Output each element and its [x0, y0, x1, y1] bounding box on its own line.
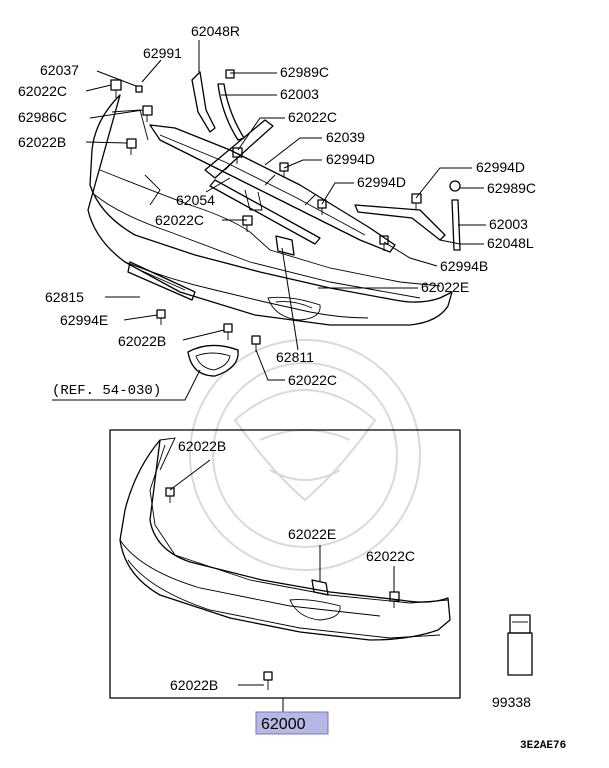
side-molding-right	[451, 199, 461, 251]
lower-assembly-view	[119, 437, 451, 690]
label-62989C-top[interactable]: 62989C	[280, 64, 329, 80]
label-62994D-3[interactable]: 62994D	[476, 159, 525, 175]
label-62022B-2[interactable]: 62022B	[118, 333, 166, 349]
bumper-cover-assembled	[119, 439, 451, 641]
side-bracket-left	[354, 204, 446, 241]
label-62994E[interactable]: 62994E	[60, 312, 108, 328]
leader-lines-lower	[169, 459, 395, 712]
watermark-emblem	[189, 339, 421, 571]
upper-exploded-view	[87, 69, 461, 377]
fasteners-upper	[110, 69, 461, 352]
label-62994D-1[interactable]: 62994D	[326, 151, 375, 167]
label-62991[interactable]: 62991	[143, 45, 182, 61]
label-99338[interactable]: 99338	[492, 694, 531, 710]
label-62022E-2[interactable]: 62022E	[288, 526, 336, 542]
fog-lamp-cover	[187, 344, 239, 377]
label-62000[interactable]: 62000	[261, 716, 306, 733]
reflector	[275, 235, 295, 256]
label-62054[interactable]: 62054	[176, 192, 215, 208]
label-62022E-1[interactable]: 62022E	[421, 279, 469, 295]
side-bracket-right	[191, 71, 216, 133]
label-62994B[interactable]: 62994B	[440, 258, 488, 274]
label-62986C[interactable]: 62986C	[18, 109, 67, 125]
label-62022C-2[interactable]: 62022C	[288, 109, 337, 125]
label-62022C-4[interactable]: 62022C	[288, 372, 337, 388]
bumper-cover-upper	[87, 94, 453, 326]
label-62994D-2[interactable]: 62994D	[357, 174, 406, 190]
leader-lines-upper	[52, 40, 486, 401]
label-62989C-right[interactable]: 62989C	[487, 180, 536, 196]
label-62811[interactable]: 62811	[276, 349, 314, 365]
label-62022C-1[interactable]: 62022C	[18, 83, 67, 99]
label-62048R[interactable]: 62048R	[191, 23, 240, 39]
label-62037[interactable]: 62037	[40, 62, 79, 78]
main-part-highlight	[255, 711, 329, 735]
label-62048L[interactable]: 62048L	[487, 235, 534, 251]
label-62022B-1[interactable]: 62022B	[18, 134, 66, 150]
part-labels: 62048R 62991 62037 62989C 62022C 62003 6…	[18, 23, 566, 752]
diagram-code: 3E2AE76	[520, 740, 566, 752]
label-62022B-4[interactable]: 62022B	[170, 677, 218, 693]
label-62022B-3[interactable]: 62022B	[178, 438, 226, 454]
label-62022C-5[interactable]: 62022C	[366, 548, 415, 564]
side-molding-upper	[217, 83, 245, 141]
label-62003-top[interactable]: 62003	[280, 86, 319, 102]
assembly-box	[109, 429, 461, 699]
label-62003-right[interactable]: 62003	[489, 216, 528, 232]
label-62815[interactable]: 62815	[45, 289, 84, 305]
touch-up-paint-bottle	[507, 614, 533, 676]
license-plate-bracket	[127, 261, 196, 301]
label-ref-54-030[interactable]: (REF. 54-030)	[52, 383, 161, 399]
label-62039[interactable]: 62039	[326, 129, 365, 145]
upper-bracket-strip	[204, 119, 274, 179]
label-62022C-3[interactable]: 62022C	[155, 212, 204, 228]
